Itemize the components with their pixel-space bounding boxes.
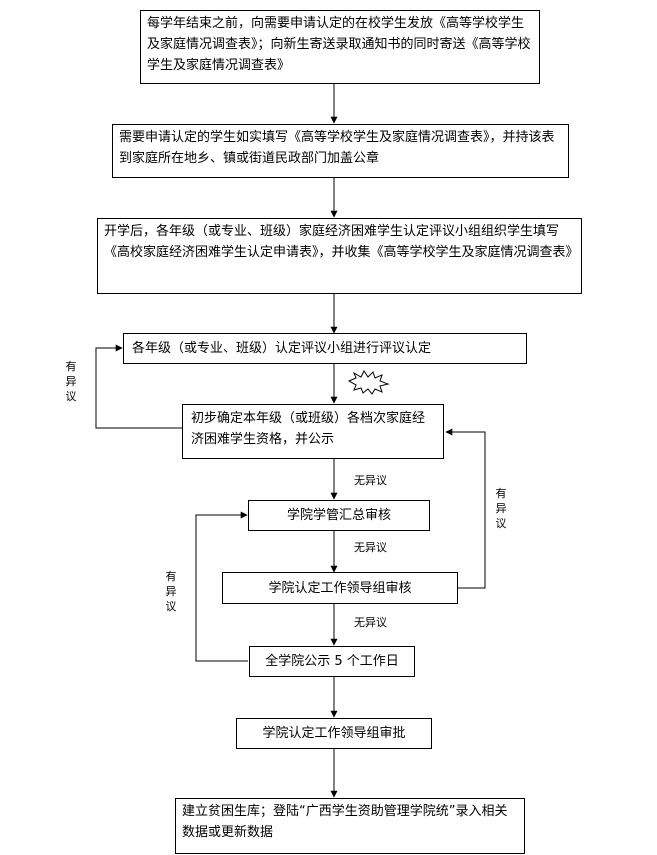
step-preliminary-publicity: 初步确定本年级（或班级）各档次家庭经济困难学生资格，并公示	[182, 404, 444, 459]
step-fill-survey-text: 需要申请认定的学生如实填写《高等学校学生及家庭情况调查表》，并持该表到家庭所在地…	[119, 130, 555, 166]
step-fill-survey: 需要申请认定的学生如实填写《高等学校学生及家庭情况调查表》，并持该表到家庭所在地…	[112, 124, 569, 178]
step-collect-applications-text: 开学后，各年级（或专业、班级）家庭经济困难学生认定评议小组组织学生填写《高校家庭…	[104, 224, 579, 260]
label-no-objection-3: 无异议	[354, 616, 387, 629]
step-distribute-survey: 每学年结束之前，向需要申请认定的在校学生发放《高等学校学生及家庭情况调查表》；向…	[140, 10, 540, 84]
loop-s8-to-s6	[195, 511, 248, 662]
step-distribute-survey-text: 每学年结束之前，向需要申请认定的在校学生发放《高等学校学生及家庭情况调查表》；向…	[147, 16, 531, 73]
step-group-review: 各年级（或专业、班级）认定评议小组进行评议认定	[123, 333, 527, 364]
label-objection-s4: 有异议	[65, 360, 77, 403]
step-build-database-text: 建立贫困生库；登陆“广西学生资助管理学院统”录入相关数据或更新数据	[182, 804, 508, 840]
step-group-review-text: 各年级（或专业、班级）认定评议小组进行评议认定	[132, 341, 432, 356]
loop-s7-to-s5	[445, 428, 486, 589]
step-college-summary-text: 学院学管汇总审核	[286, 508, 391, 523]
label-objection-s6: 有异议	[165, 570, 177, 613]
step-leader-approval-text: 学院认定工作领导组审批	[262, 726, 406, 741]
step-college-publicity-text: 全学院公示 5 个工作日	[265, 654, 399, 669]
step-preliminary-publicity-text: 初步确定本年级（或班级）各档次家庭经济困难学生资格，并公示	[191, 411, 426, 447]
loop-s5-to-s4	[95, 344, 182, 429]
step-leader-approval: 学院认定工作领导组审批	[236, 718, 432, 749]
step-college-summary: 学院学管汇总审核	[248, 500, 430, 531]
label-no-objection-2: 无异议	[354, 541, 387, 554]
label-no-objection-1: 无异议	[354, 474, 387, 487]
step-college-publicity: 全学院公示 5 个工作日	[249, 646, 415, 677]
step-collect-applications: 开学后，各年级（或专业、班级）家庭经济困难学生认定评议小组组织学生填写《高校家庭…	[97, 218, 582, 294]
step-leader-review: 学院认定工作领导组审核	[222, 572, 458, 604]
label-objection-s5: 有异议	[495, 487, 507, 530]
step-leader-review-text: 学院认定工作领导组审核	[268, 580, 412, 596]
burst-icon	[347, 370, 390, 395]
step-build-database: 建立贫困生库；登陆“广西学生资助管理学院统”录入相关数据或更新数据	[175, 798, 525, 854]
